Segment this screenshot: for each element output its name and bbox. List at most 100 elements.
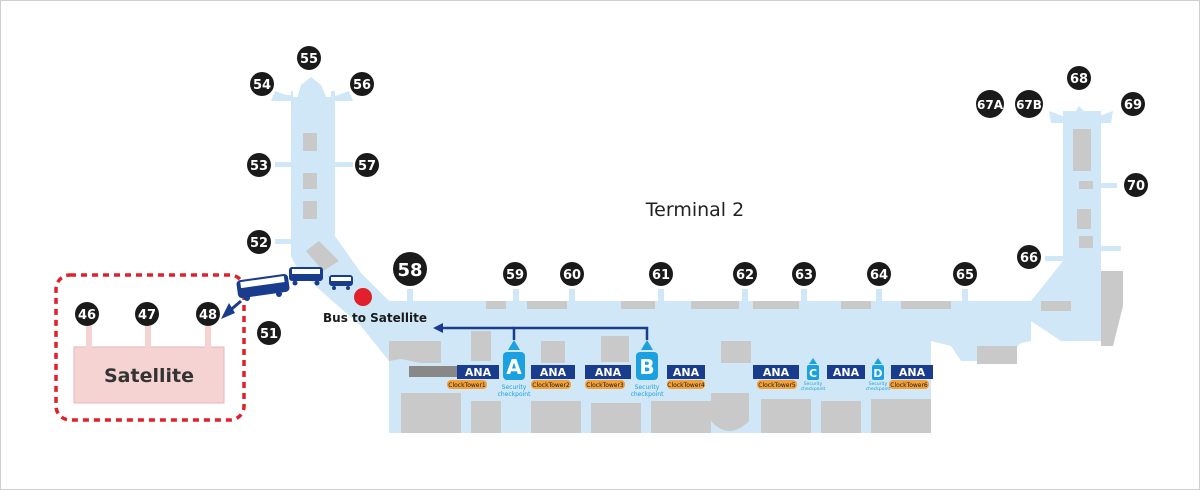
ana-label: ANA: [465, 366, 492, 379]
gate-47: 47: [135, 302, 159, 326]
gate-number: 54: [253, 78, 271, 93]
bus-label: Bus to Satellite: [323, 311, 427, 325]
gate-number: 59: [506, 268, 524, 283]
gate-65: 65: [953, 262, 977, 286]
bus-route: Bus to Satellite: [221, 267, 427, 325]
security-arrow-icon: [508, 340, 520, 350]
ana-counter: [531, 365, 575, 379]
bus-icon: [329, 275, 353, 290]
gate-number: 60: [563, 268, 581, 283]
gate-markers: 46 47 48 51 52 53 54 55 56 57 58 59 60 6…: [75, 46, 1148, 345]
gate-number: 66: [1020, 251, 1038, 266]
gate-53: 53: [247, 153, 271, 177]
gate-number: 52: [250, 236, 268, 251]
gate-57: 57: [355, 153, 379, 177]
building-blocks: [303, 129, 1123, 433]
concourse-area: [271, 77, 1121, 433]
gate-number: 47: [138, 308, 156, 323]
bus-route-arrowhead-icon: [221, 303, 235, 319]
bus-stop-marker-icon: [354, 288, 372, 306]
satellite-dashed-outline: [54, 273, 246, 422]
security-caption: checkpoint: [801, 386, 826, 392]
security-letter: D: [873, 367, 882, 380]
security-caption: Security: [502, 384, 527, 391]
gate-number: 58: [397, 260, 422, 281]
security-caption: checkpoint: [631, 391, 665, 398]
gate-number: 53: [250, 159, 268, 174]
gate-67b: 67B: [1015, 90, 1043, 118]
gate-number: 69: [1124, 98, 1142, 113]
terminal-title: Terminal 2: [645, 199, 744, 221]
security-letter: A: [506, 355, 522, 379]
gate-54: 54: [250, 72, 274, 96]
bus-icon: [289, 267, 323, 286]
security-arrow-icon: [641, 340, 653, 350]
ana-counter: [891, 365, 933, 379]
gate-number: 56: [353, 78, 371, 93]
route-arrowhead-icon: [433, 323, 443, 333]
gate-59: 59: [503, 262, 527, 286]
security-caption: Security: [869, 381, 888, 387]
gate-number: 63: [795, 268, 813, 283]
gate-number: 55: [300, 52, 318, 67]
ana-counter: [753, 365, 799, 379]
gate-66: 66: [1017, 245, 1041, 269]
ana-counter: [457, 365, 499, 379]
clocktowers: ClockTower1 ClockTower2 ClockTower3 Cloc…: [447, 380, 929, 389]
gate-60: 60: [560, 262, 584, 286]
gate-number: 64: [870, 268, 888, 283]
security-letter: C: [809, 367, 817, 380]
ana-label: ANA: [540, 366, 567, 379]
gate-69: 69: [1121, 92, 1145, 116]
satellite-building: [73, 346, 225, 404]
gate-number: 46: [78, 308, 96, 323]
satellite-area: Satellite: [54, 273, 246, 422]
security-checkpoint-c: [807, 365, 819, 380]
security-caption: checkpoint: [498, 391, 532, 398]
ana-label: ANA: [763, 366, 790, 379]
bus-icon: [236, 273, 290, 301]
ana-counters: ANA ANA ANA ANA ANA ANA ANA: [457, 365, 933, 379]
gate-52: 52: [247, 230, 271, 254]
clocktower-label: ClockTower3: [586, 382, 624, 389]
security-caption: Security: [804, 381, 823, 387]
clocktower-label: ClockTower6: [890, 382, 928, 389]
gate-56: 56: [350, 72, 374, 96]
gate-number: 57: [358, 159, 376, 174]
gate-number: 70: [1127, 179, 1145, 194]
gate-number: 67A: [977, 98, 1004, 112]
ana-label: ANA: [899, 366, 926, 379]
gate-63: 63: [792, 262, 816, 286]
security-caption: checkpoint: [866, 386, 891, 392]
gate-46: 46: [75, 302, 99, 326]
security-checkpoint-b: [636, 352, 658, 380]
gate-55: 55: [297, 46, 321, 70]
security-letter: B: [639, 355, 654, 379]
security-checkpoint-a: [503, 352, 525, 380]
gate-58: 58: [393, 252, 427, 286]
gate-number: 51: [260, 327, 278, 342]
ana-counter: [667, 365, 705, 379]
ana-label: ANA: [595, 366, 622, 379]
ana-counter: [827, 365, 865, 379]
security-caption: Security: [635, 384, 660, 391]
gate-67a: 67A: [976, 90, 1004, 118]
gate-64: 64: [867, 262, 891, 286]
security-checkpoint-d: [872, 365, 884, 380]
gate-48: 48: [196, 302, 220, 326]
satellite-label: Satellite: [104, 365, 194, 387]
ana-label: ANA: [673, 366, 700, 379]
security-arrow-icon: [809, 358, 817, 364]
gate-number: 61: [652, 268, 670, 283]
clocktower-label: ClockTower5: [758, 382, 796, 389]
clocktower-label: ClockTower4: [667, 382, 705, 389]
gate-number: 67B: [1016, 98, 1042, 112]
gate-number: 62: [736, 268, 754, 283]
security-checkpoints: A Security checkpoint B Security checkpo…: [498, 340, 891, 398]
gate-51: 51: [257, 321, 281, 345]
gate-70: 70: [1124, 173, 1148, 197]
gate-68: 68: [1067, 66, 1091, 90]
gate-number: 48: [199, 308, 217, 323]
gate-61: 61: [649, 262, 673, 286]
